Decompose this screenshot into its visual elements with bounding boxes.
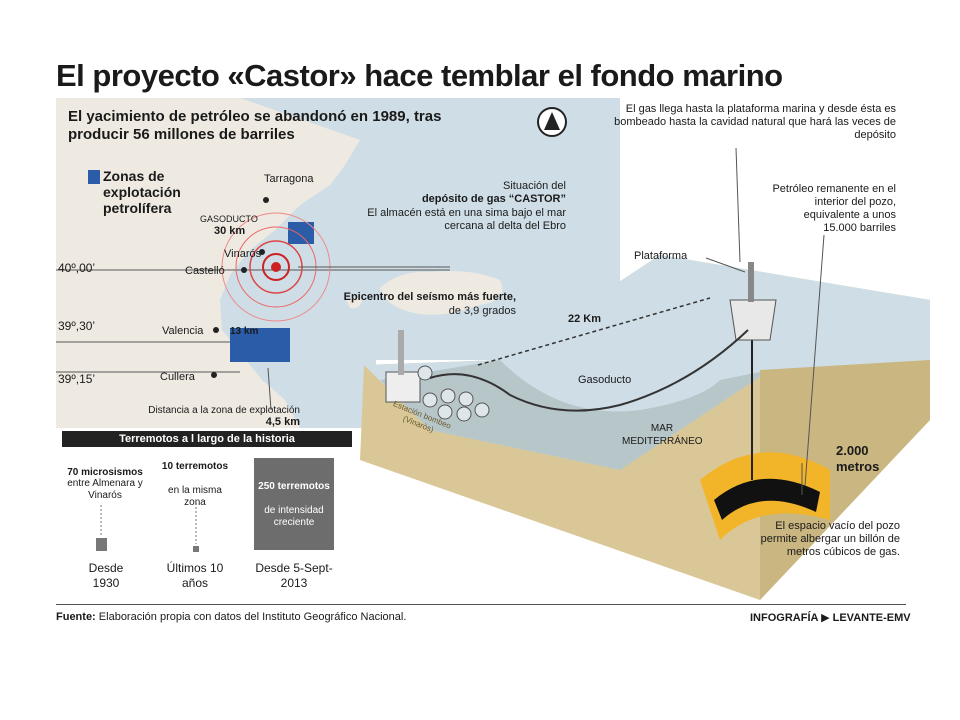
credit-name: LEVANTE-EMV	[832, 612, 911, 624]
storage-tanks-icon	[417, 365, 490, 422]
history-col1-desc: entre Almenara y Vinarós	[67, 478, 143, 501]
history-square-large	[254, 458, 334, 550]
castor-situacion: Situación del	[503, 180, 566, 192]
castor-almacen: El almacén está en una sima bajo el mar …	[367, 207, 566, 232]
depth-label: 2.000 metros	[836, 443, 880, 474]
source-label: Fuente:	[56, 611, 96, 623]
gas-pipeline	[429, 329, 749, 412]
footer-divider	[56, 604, 906, 605]
page-title: El proyecto «Castor» hace temblar el fon…	[56, 58, 783, 93]
plataforma-label: Plataforma	[634, 250, 688, 262]
city-label: Vinarós	[224, 248, 262, 260]
history-col1-count: 70 microsismos	[67, 467, 143, 478]
epicentro-grados: de 3,9 grados	[448, 305, 516, 317]
city-label: Castelló	[185, 265, 225, 277]
exploitation-zone	[230, 328, 290, 362]
city-label: Cullera	[160, 371, 195, 383]
gas-note: El gas llega hasta la plataforma marina …	[614, 103, 896, 141]
history-square	[193, 546, 199, 552]
latitude-label: 39º,15’	[58, 372, 96, 386]
history-col2-desc: en la misma zona	[168, 485, 222, 508]
mallorca-island	[380, 271, 503, 315]
subtitle: El yacimiento de petróleo se abandonó en…	[68, 108, 442, 143]
history-header: Terremotos a l largo de la historia	[62, 431, 352, 447]
north-arrow-icon	[537, 107, 567, 137]
espacio-note: El espacio vacío del pozo permite alberg…	[760, 520, 900, 558]
history-col2-period: Últimos 10 años	[166, 561, 224, 590]
city-label: Tarragona	[264, 173, 314, 185]
distancia-label: Distancia a la zona de explotación	[148, 405, 300, 416]
history-col3-count: 250 terremotos	[258, 481, 330, 492]
distancia-value: 4,5 km	[265, 416, 300, 428]
distance-22km: 22 Km	[568, 313, 602, 325]
seabed-block	[360, 255, 930, 600]
castor-deposito: depósito de gas “CASTOR”	[421, 193, 566, 205]
source-text: Elaboración propia con datos del Institu…	[98, 611, 407, 623]
distance-13km: 13 km	[230, 326, 259, 337]
legend-swatch	[88, 170, 100, 184]
platform-icon	[729, 262, 777, 341]
history-square	[96, 538, 107, 551]
distance-30km: 30 km	[214, 225, 246, 237]
source-line: Fuente: Elaboración propia con datos del…	[56, 611, 406, 623]
latitude-label: 39º,30’	[58, 319, 96, 333]
credit-arrow-icon: ▶	[821, 612, 830, 624]
petroleo-note: Petróleo remanente en el interior del po…	[772, 183, 896, 234]
history-col2-count: 10 terremotos	[161, 461, 229, 472]
distance-arrow	[477, 297, 711, 366]
exploitation-zone	[288, 222, 314, 244]
mar-label: MAR MEDITERRÁNEO	[622, 423, 703, 447]
credit-line: INFOGRAFÍA ▶ LEVANTE-EMV	[750, 611, 911, 624]
history-col3-desc: de intensidad creciente	[264, 505, 324, 528]
history-col1-period: Desde 1930	[88, 561, 124, 590]
epicentro-label: Epicentro del seísmo más fuerte,	[343, 291, 516, 303]
city-label: Valencia	[162, 325, 204, 337]
legend-label: Zonas de explotación petrolífera	[103, 168, 181, 216]
gasoducto-label: Gasoducto	[578, 374, 632, 386]
credit-prefix: INFOGRAFÍA	[750, 612, 819, 624]
pumping-station-icon	[385, 330, 421, 403]
latitude-label: 40º,00’	[58, 261, 96, 275]
history-col3-period: Desde 5-Sept-2013	[255, 561, 333, 590]
gasoducto-map-label: GASODUCTO	[200, 214, 258, 224]
